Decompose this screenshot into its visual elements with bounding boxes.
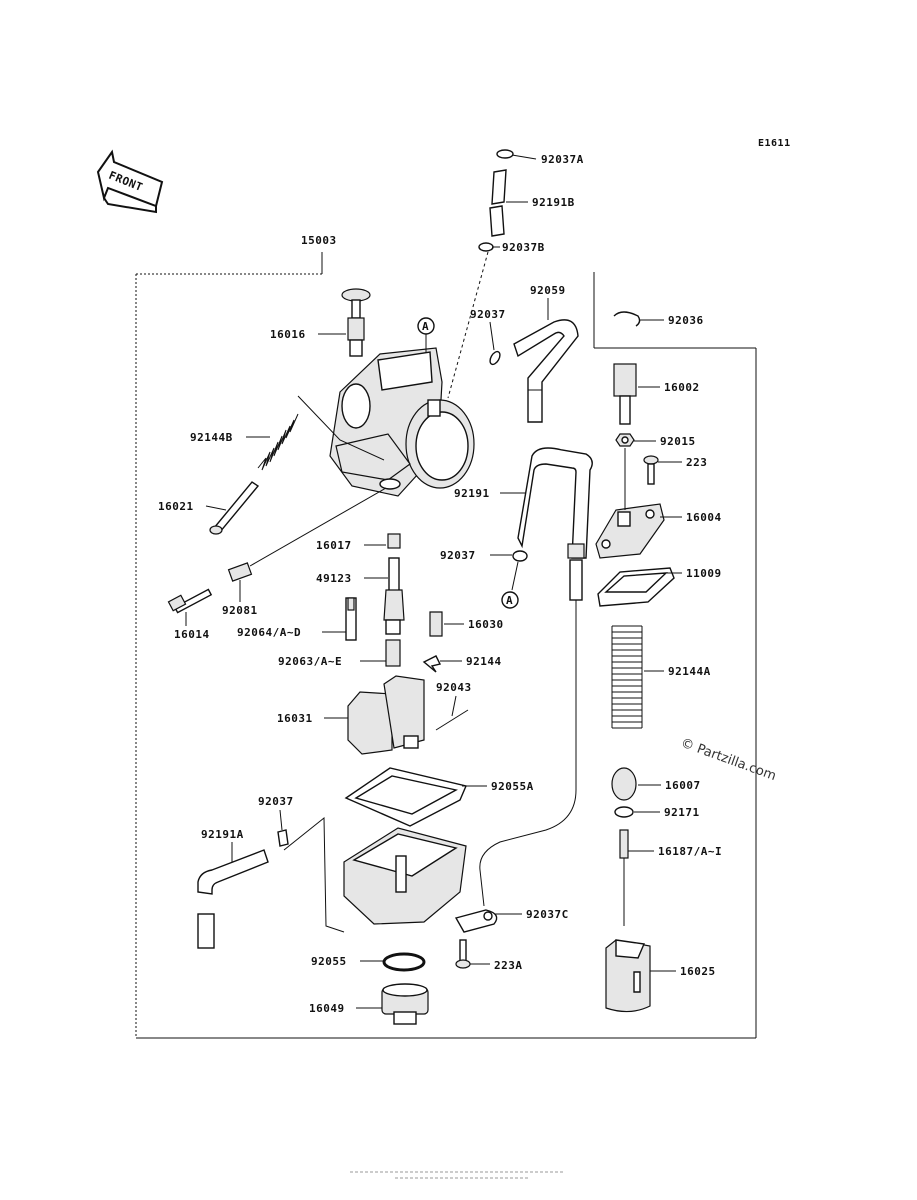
throttle-valve-16025 bbox=[605, 939, 651, 1013]
jet-needle-16187 bbox=[619, 829, 629, 926]
label-16031: 16031 bbox=[277, 712, 313, 725]
main-jet-92063 bbox=[385, 639, 401, 667]
label-92144b: 92144B bbox=[190, 431, 233, 444]
label-16187: 16187/A~I bbox=[658, 845, 722, 858]
drain-plug-16049 bbox=[381, 983, 429, 1025]
label-92144: 92144 bbox=[466, 655, 502, 668]
clip-92037b bbox=[478, 242, 494, 252]
label-92081: 92081 bbox=[222, 604, 258, 617]
label-223: 223 bbox=[686, 456, 707, 469]
clip-92037c bbox=[454, 909, 498, 933]
label-92055: 92055 bbox=[311, 955, 347, 968]
hose-92059 bbox=[513, 319, 579, 423]
label-92064: 92064/A~D bbox=[237, 626, 301, 639]
spring-92081 bbox=[227, 562, 253, 582]
needle-jet-16017 bbox=[387, 533, 401, 549]
clip-92144 bbox=[422, 655, 442, 673]
adjuster-16002 bbox=[613, 363, 637, 425]
float-16031 bbox=[347, 675, 425, 755]
pin-92043 bbox=[435, 709, 469, 731]
label-92191: 92191 bbox=[454, 487, 490, 500]
label-16017: 16017 bbox=[316, 539, 352, 552]
label-92059: 92059 bbox=[530, 284, 566, 297]
diagram-code: E1611 bbox=[758, 138, 791, 149]
carburetor-body-15003 bbox=[329, 347, 475, 497]
float-valve-16030 bbox=[429, 611, 443, 637]
label-92191a: 92191A bbox=[201, 828, 244, 841]
clip-92037a bbox=[496, 149, 514, 159]
label-49123: 49123 bbox=[316, 572, 352, 585]
label-92037-lower: 92037 bbox=[258, 795, 294, 808]
label-92037c: 92037C bbox=[526, 908, 569, 921]
spring-92144b bbox=[257, 413, 299, 471]
label-92015: 92015 bbox=[660, 435, 696, 448]
tube-92191 bbox=[517, 447, 593, 601]
label-92037-top: 92037 bbox=[470, 308, 506, 321]
label-16002: 16002 bbox=[664, 381, 700, 394]
label-15003: 15003 bbox=[301, 234, 337, 247]
label-92037-mid: 92037 bbox=[440, 549, 476, 562]
gasket-92055a bbox=[344, 767, 467, 827]
assembly-frame bbox=[135, 252, 757, 1039]
svg-text:A: A bbox=[506, 594, 513, 607]
label-92171: 92171 bbox=[664, 806, 700, 819]
nut-92015 bbox=[615, 433, 635, 447]
label-92036: 92036 bbox=[668, 314, 704, 327]
watermark: © Partzilla.com bbox=[679, 736, 778, 784]
label-16049: 16049 bbox=[309, 1002, 345, 1015]
washer-92037-mid bbox=[511, 550, 528, 591]
label-92037b: 92037B bbox=[502, 241, 545, 254]
o-ring-92055 bbox=[382, 952, 426, 972]
label-16016: 16016 bbox=[270, 328, 306, 341]
screw-16021 bbox=[209, 481, 260, 535]
label-92055a: 92055A bbox=[491, 780, 534, 793]
spring-92144a bbox=[611, 625, 643, 729]
clip-92036 bbox=[613, 311, 641, 327]
needle-holder-16007 bbox=[611, 767, 637, 801]
label-92191b: 92191B bbox=[532, 196, 575, 209]
label-11009: 11009 bbox=[686, 567, 722, 580]
part-labels: 92037A 92191B 92037B 15003 92059 92037 9… bbox=[158, 153, 722, 1015]
washer-92037-top bbox=[489, 350, 501, 366]
gasket-11009 bbox=[597, 567, 675, 607]
label-16030: 16030 bbox=[468, 618, 504, 631]
label-16004: 16004 bbox=[686, 511, 722, 524]
label-223a: 223A bbox=[494, 959, 523, 972]
top-cap-16004 bbox=[595, 503, 665, 559]
label-92043: 92043 bbox=[436, 681, 472, 694]
label-16021: 16021 bbox=[158, 500, 194, 513]
screw-223 bbox=[643, 455, 659, 485]
jet-92064 bbox=[345, 597, 357, 641]
callout-a-top: A bbox=[417, 317, 435, 352]
footer-fine-print bbox=[350, 1171, 565, 1179]
clip-92171 bbox=[614, 806, 634, 818]
label-16014: 16014 bbox=[174, 628, 210, 641]
starter-plunger-16016 bbox=[341, 288, 371, 357]
label-92144a: 92144A bbox=[668, 665, 711, 678]
tube-92191b bbox=[489, 169, 507, 237]
label-92063: 92063/A~E bbox=[278, 655, 342, 668]
label-92037a: 92037A bbox=[541, 153, 584, 166]
screw-223a bbox=[455, 939, 471, 969]
screw-16014 bbox=[167, 588, 213, 614]
jet-49123 bbox=[383, 557, 405, 635]
svg-text:A: A bbox=[422, 320, 429, 333]
washer-92037-lower bbox=[277, 829, 289, 847]
callout-a-bottom: A bbox=[501, 591, 519, 609]
float-bowl bbox=[343, 827, 467, 925]
label-16007: 16007 bbox=[665, 779, 701, 792]
front-arrow-icon: FRONT bbox=[96, 149, 164, 214]
hose-92191a bbox=[197, 849, 269, 949]
label-16025: 16025 bbox=[680, 965, 716, 978]
